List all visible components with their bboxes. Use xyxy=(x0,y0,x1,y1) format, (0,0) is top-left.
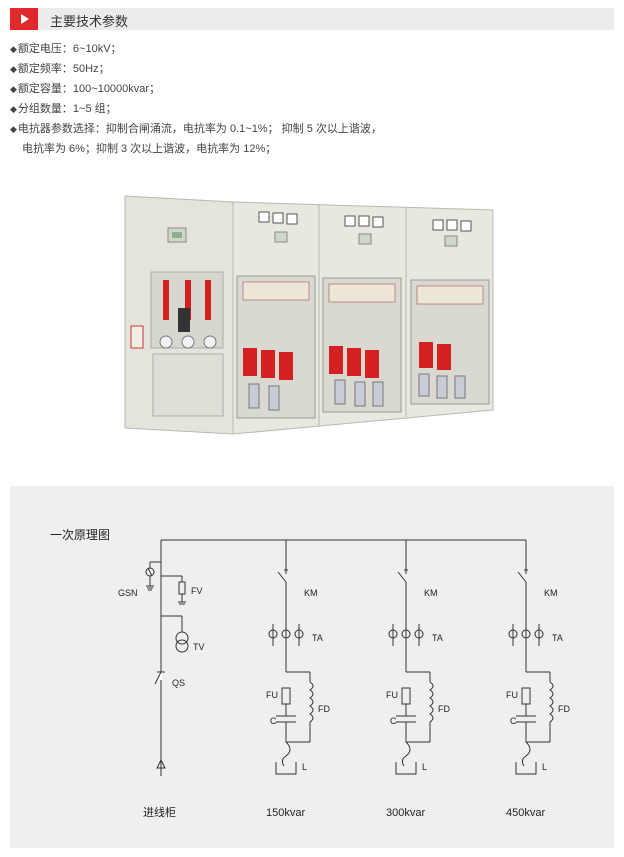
svg-text:FD: FD xyxy=(318,704,330,714)
label-tv: TV xyxy=(193,642,205,652)
svg-text:FU: FU xyxy=(266,690,278,700)
param-row: ◆电抗器参数选择：抑制合闸涌流，电抗率为 0.1~1%； 抑制 5 次以上谐波， xyxy=(10,123,382,135)
label-qs: QS xyxy=(172,678,185,688)
svg-text:C: C xyxy=(270,716,277,726)
diagram-title: 一次原理图 xyxy=(50,528,110,542)
svg-text:L: L xyxy=(542,762,547,772)
svg-text:L: L xyxy=(302,762,307,772)
incoming-cabinet: GSN FV TV QS 进线柜 xyxy=(118,540,205,819)
svg-text:TA: TA xyxy=(312,633,323,643)
parameter-list: ◆额定电压：6~10kV； ◆额定频率：50Hz； ◆额定容量：100~1000… xyxy=(10,39,614,159)
branch-caption: 450kvar xyxy=(506,807,545,819)
svg-text:FU: FU xyxy=(386,690,398,700)
param-row: ◆额定容量：100~10000kvar； xyxy=(10,83,161,95)
branch-300kvar: KM TA FU C FD L 300kvar xyxy=(386,540,450,819)
svg-text:KM: KM xyxy=(544,588,558,598)
diamond-bullet-icon: ◆ xyxy=(10,84,17,94)
svg-text:L: L xyxy=(422,762,427,772)
svg-text:KM: KM xyxy=(424,588,438,598)
svg-text:TA: TA xyxy=(552,633,563,643)
diamond-bullet-icon: ◆ xyxy=(10,104,17,114)
svg-text:FU: FU xyxy=(506,690,518,700)
capacitor-cabinet-photo xyxy=(124,195,494,435)
svg-text:TA: TA xyxy=(432,633,443,643)
play-icon xyxy=(10,8,38,30)
diamond-bullet-icon: ◆ xyxy=(10,64,17,74)
section-header: 主要技术参数 xyxy=(10,8,614,30)
diamond-bullet-icon: ◆ xyxy=(10,124,17,134)
param-row-continuation: 电抗率为 6%；抑制 3 次以上谐波，电抗率为 12%； xyxy=(22,143,277,155)
param-row: ◆额定频率：50Hz； xyxy=(10,63,110,75)
svg-text:C: C xyxy=(510,716,517,726)
svg-text:C: C xyxy=(390,716,397,726)
svg-text:FD: FD xyxy=(438,704,450,714)
branch-150kvar: KM TA FU C FD L 150kvar xyxy=(266,540,330,819)
svg-text:KM: KM xyxy=(304,588,318,598)
branch-450kvar: KM TA FU C FD L 450kvar xyxy=(506,540,570,819)
label-gsn: GSN xyxy=(118,588,138,598)
branch-caption: 150kvar xyxy=(266,807,305,819)
param-row: ◆额定电压：6~10kV； xyxy=(10,43,122,55)
label-fv: FV xyxy=(191,586,203,596)
diamond-bullet-icon: ◆ xyxy=(10,44,17,54)
section-title: 主要技术参数 xyxy=(50,14,129,29)
svg-text:FD: FD xyxy=(558,704,570,714)
incoming-caption: 进线柜 xyxy=(143,805,176,819)
param-row: ◆分组数量：1~5 组； xyxy=(10,103,117,115)
branch-caption: 300kvar xyxy=(386,807,425,819)
primary-circuit-diagram: 一次原理图 GSN FV TV xyxy=(10,486,614,848)
